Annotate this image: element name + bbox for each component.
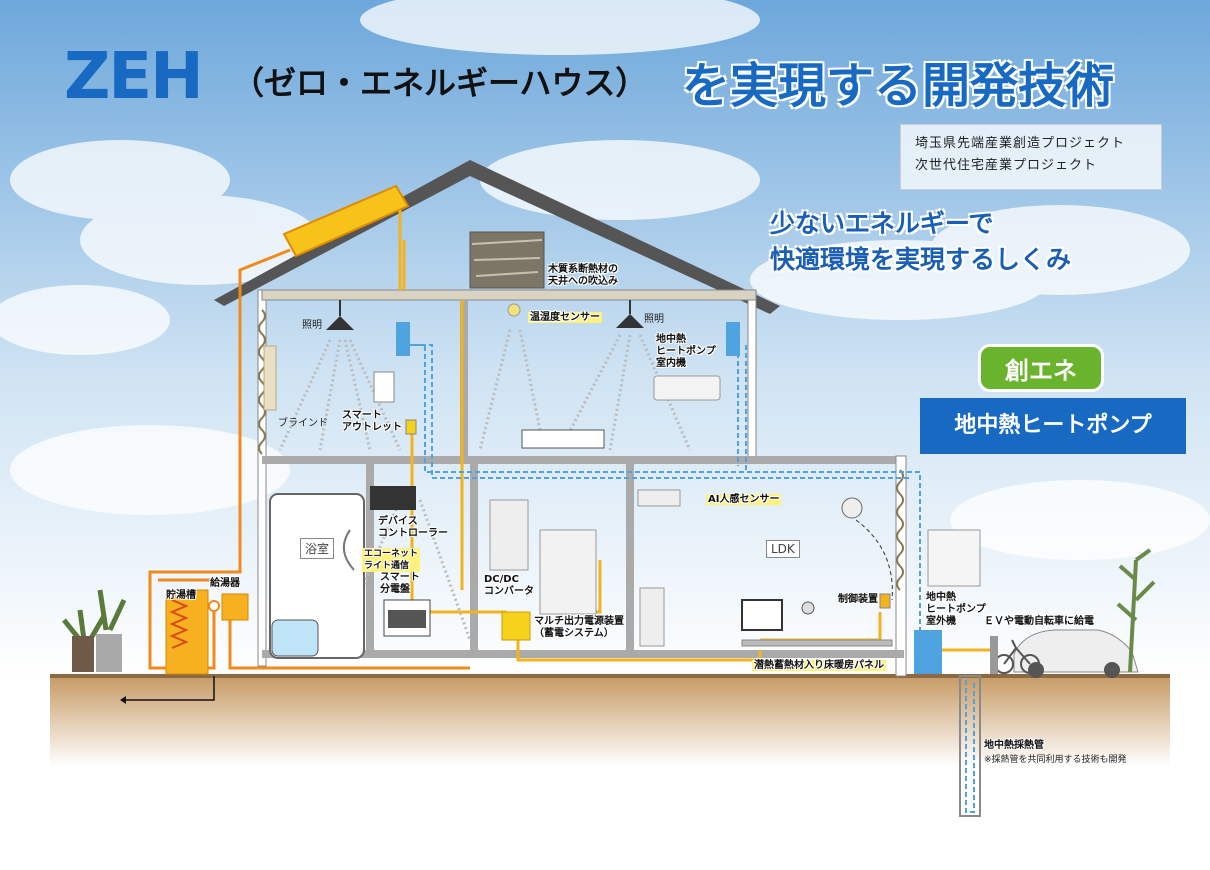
wall-upper-divider <box>460 300 468 456</box>
project-line-1: 埼玉県先端産業創造プロジェクト <box>915 136 1126 151</box>
plants-left-icon <box>62 589 127 672</box>
outdoor-unit-icon <box>927 529 981 587</box>
device-controller-icon <box>370 486 416 510</box>
bed-icon <box>521 429 605 449</box>
label-echonet-1: エコーネット <box>362 548 421 560</box>
air-conditioner-icon <box>653 375 721 401</box>
wall-lower-divider-2 <box>470 464 478 650</box>
temp-sensor-icon <box>507 303 521 317</box>
shower-icon <box>343 529 355 571</box>
label-ldk: LDK <box>766 540 800 558</box>
label-device-ctrl-2: コントローラー <box>378 528 448 539</box>
label-outdoor-2: ヒートポンプ <box>926 604 986 615</box>
tv-icon <box>741 599 783 631</box>
label-panel-1: スマート <box>380 572 420 583</box>
label-indoor-unit-3: 室内機 <box>656 358 686 369</box>
label-floor-panel-text: 潜熱蓄熱材入り床暖房パネル <box>752 660 886 671</box>
person-icon <box>801 601 815 615</box>
catch-line-1: 少ないエネルギーで <box>770 209 994 238</box>
ground-pipe <box>959 675 981 817</box>
ceiling-light-right-icon <box>616 300 644 328</box>
hot-water-pipes <box>148 248 470 670</box>
label-bath: 浴室 <box>300 538 335 559</box>
title-zeh: ZEH <box>64 40 204 114</box>
label-insulation: 木質系断熱材の 天井への吹込み <box>548 264 618 288</box>
label-multi-power: マルチ出力電源装置 （蓄電システム） <box>534 616 624 640</box>
outdoor-unit-base <box>914 630 942 674</box>
storage-tank-icon <box>165 589 209 675</box>
solar-panel-icon <box>282 184 410 258</box>
bicycle-icon <box>994 639 1040 674</box>
wall-lower-divider-3 <box>626 464 634 650</box>
label-multi-2: （蓄電システム） <box>534 628 614 639</box>
indoor-unit-right-icon <box>726 322 740 356</box>
floor-1 <box>262 650 904 658</box>
ceiling-light-left-icon <box>326 300 354 330</box>
label-insulation-2: 天井への吹込み <box>548 276 618 287</box>
controller-icon <box>879 593 891 609</box>
label-ai-sensor-text: AI人感センサー <box>706 494 782 505</box>
battery-system-icon <box>539 529 597 615</box>
bathtub-icon <box>271 619 319 657</box>
label-light-left: 照明 <box>302 320 322 331</box>
label-heater: 給湯器 <box>210 578 240 589</box>
label-light-right: 照明 <box>644 314 664 325</box>
label-dcdc-2: コンバータ <box>484 586 534 597</box>
label-echonet: エコーネット ライト通信 <box>362 548 421 572</box>
label-ground-pipe: 地中熱採熱管 <box>984 740 1044 751</box>
blind-icon <box>263 345 277 411</box>
label-tank: 貯湯槽 <box>166 590 196 601</box>
label-smart-panel: スマート 分電盤 <box>380 572 420 596</box>
project-box: 埼玉県先端産業創造プロジェクト 次世代住宅産業プロジェクト <box>900 124 1162 190</box>
label-outlet-2: アウトレット <box>342 422 402 433</box>
ai-sensor-icon <box>841 497 863 519</box>
label-ai-sensor: AI人感センサー <box>706 494 782 506</box>
label-multi-1: マルチ出力電源装置 <box>534 616 624 627</box>
label-device-ctrl-1: デバイス <box>378 516 418 527</box>
ceiling-insulation <box>261 289 757 301</box>
ev-car-icon <box>1013 629 1139 673</box>
plants-right-icon <box>1116 548 1156 673</box>
label-outdoor-unit: 地中熱 ヒートポンプ 室外機 <box>926 592 986 628</box>
catch-line-2: 快適環境を実現するしくみ <box>770 245 1072 274</box>
title-subtitle: （ゼロ・エネルギーハウス） <box>232 64 648 102</box>
label-blind: ブラインド <box>278 418 328 429</box>
label-ev: ＥＶや電動自転車に給電 <box>984 616 1094 627</box>
label-echonet-2: ライト通信 <box>362 560 421 572</box>
project-line-2: 次世代住宅産業プロジェクト <box>915 158 1098 173</box>
label-ground-note: ※採熱管を共同利用する技術も開発 <box>984 755 1127 765</box>
label-temp-sensor: 温湿度センサー <box>528 312 602 324</box>
label-indoor-unit-2: ヒートポンプ <box>656 346 716 357</box>
indoor-unit-left-icon <box>396 322 410 356</box>
label-panel-2: 分電盤 <box>380 584 410 595</box>
fridge-icon <box>639 587 665 647</box>
label-insulation-1: 木質系断熱材の <box>548 264 618 275</box>
wall-right-upper <box>747 299 757 461</box>
bathroom <box>269 493 365 659</box>
floor-heating-panel <box>741 639 893 647</box>
title-main: を実現する開発技術 <box>682 58 1115 114</box>
label-indoor-unit-1: 地中熱 <box>656 334 686 345</box>
label-outdoor-3: 室外機 <box>926 616 956 627</box>
smart-outlet-icon <box>373 371 395 403</box>
water-heater-icon <box>221 593 249 621</box>
label-smart-outlet: スマート アウトレット <box>342 410 402 434</box>
badge-heatpump: 地中熱ヒートポンプ <box>920 398 1186 454</box>
heatpump-lines <box>405 344 975 813</box>
label-indoor-unit: 地中熱 ヒートポンプ 室内機 <box>656 334 716 370</box>
label-device-controller: デバイス コントローラー <box>378 516 448 540</box>
label-temp-sensor-text: 温湿度センサー <box>528 312 602 323</box>
label-dcdc: DC/DC コンバータ <box>484 574 534 598</box>
label-outdoor-1: 地中熱 <box>926 592 956 603</box>
label-outlet-1: スマート <box>342 410 382 421</box>
label-dcdc-1: DC/DC <box>484 574 519 585</box>
dcdc-converter-icon <box>489 499 529 571</box>
label-floor-panel: 潜熱蓄熱材入り床暖房パネル <box>752 660 886 672</box>
label-controller: 制御装置 <box>838 594 878 605</box>
badge-soene: 創エネ <box>978 344 1104 392</box>
floor-2 <box>262 456 904 464</box>
catch-copy: 少ないエネルギーで 快適環境を実現するしくみ <box>770 206 1071 278</box>
